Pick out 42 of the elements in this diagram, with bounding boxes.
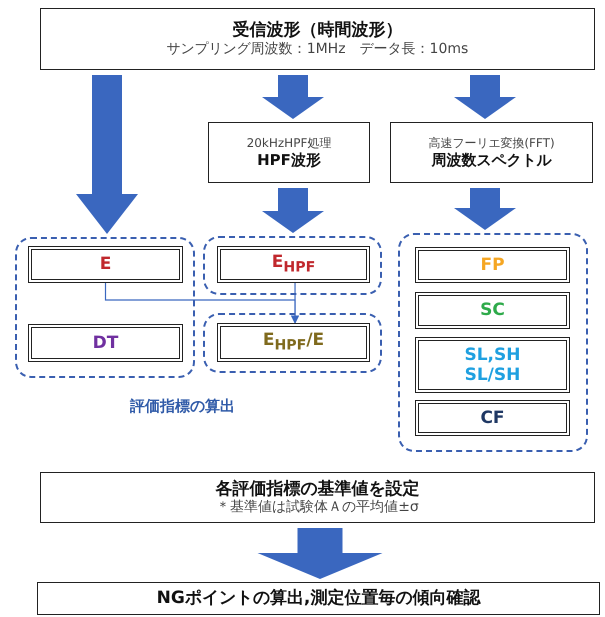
block-arrow [76,75,138,234]
dashed-group [398,233,588,452]
box-title: 各評価指標の基準値を設定 [216,478,420,500]
metric-box [28,324,183,362]
dashed-group [15,237,195,378]
box-subtitle: ＊基準値は試験体Ａの平均値±σ [216,499,419,516]
metric-box [415,247,570,283]
block-arrow [454,188,516,230]
process-box [208,122,370,183]
box-label: DT [92,332,118,354]
box-label: SL,SH SL/SH [463,344,522,386]
block-arrow [258,528,382,579]
box-subtitle: HPF波形 [257,150,321,169]
metric-box [415,337,570,393]
block-arrow [262,188,324,233]
arrow [290,283,300,324]
box-label: NGポイントの算出,測定位置毎の傾向確認 [156,588,480,609]
dashed-group [203,313,382,373]
metric-box [217,246,370,283]
box-label: E$_{HPF}$ [272,252,316,277]
block-arrow [454,75,516,119]
box-label: CF [480,408,505,428]
process-box [390,122,593,183]
block-arrow [262,75,324,119]
box-title: 受信波形（時間波形） [232,20,402,41]
box-subtitle: 周波数スペクトル [432,150,552,169]
process-box [40,8,595,70]
box-title: 20kHzHPF処理 [246,136,332,151]
box-title: 高速フーリエ変換(FFT) [428,136,555,151]
dashed-group [203,236,382,295]
box-label: SC [480,300,505,321]
metric-box [217,323,370,362]
box-label: E$_{HPF}$/E [262,330,324,355]
process-box [37,582,600,615]
metric-box [415,400,570,436]
box-label: FP [480,254,505,276]
metric-box [415,292,570,329]
process-box [40,472,595,523]
group-caption: 評価指標の算出 [130,397,235,416]
box-subtitle: サンプリング周波数：1MHz データ長：10ms [166,40,468,58]
metric-box [28,246,183,283]
box-label: E [100,254,112,275]
